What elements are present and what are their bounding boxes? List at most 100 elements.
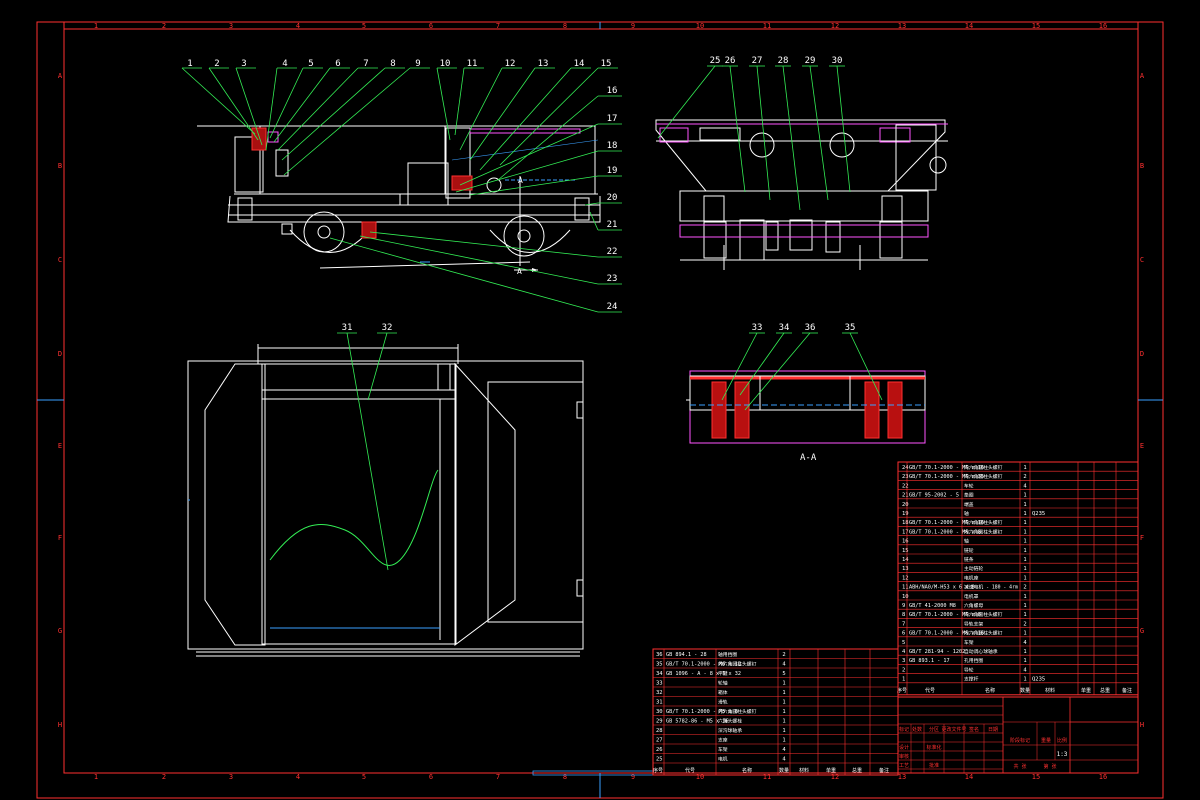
balloon-number: 31 bbox=[342, 323, 353, 333]
balloon-number: 20 bbox=[607, 193, 618, 203]
bom-header-cell: 总重 bbox=[1100, 687, 1110, 694]
bom-cell-qty: 1 bbox=[1023, 557, 1026, 563]
bom-cell-qty: 1 bbox=[1023, 631, 1026, 637]
side-view: A A bbox=[197, 125, 601, 276]
bom-cell-name: 主动链轮 bbox=[964, 565, 983, 572]
balloon-number: 13 bbox=[538, 59, 549, 69]
leader-line bbox=[744, 332, 811, 411]
leader-line bbox=[283, 67, 411, 176]
balloon-number: 32 bbox=[382, 323, 393, 333]
title-label: 签名 bbox=[969, 726, 979, 733]
title-label: 更改文件号 bbox=[941, 726, 966, 733]
zone-col-label: 9 bbox=[631, 773, 635, 781]
leader-line bbox=[469, 175, 599, 196]
bom-cell-name: 支座 bbox=[718, 737, 728, 744]
bom-cell-code: GB/T 70.1-2000 - M6 x 16 bbox=[909, 631, 984, 637]
bom-cell-qty: 1 bbox=[1023, 465, 1026, 471]
bom-cell-name: 车架 bbox=[964, 639, 974, 646]
bom-cell-no: 21 bbox=[902, 493, 909, 499]
bom-cell-qty: 1 bbox=[782, 719, 785, 725]
title-label: 工艺 bbox=[899, 763, 909, 769]
leader-line bbox=[369, 231, 599, 258]
leader-line bbox=[367, 332, 388, 401]
leader-line bbox=[454, 67, 465, 136]
zone-col-label: 10 bbox=[696, 773, 704, 781]
title-frame bbox=[897, 696, 1139, 774]
bom-footer-cell: 数量 bbox=[779, 767, 789, 774]
bom-cell-code: GB/T 70.1-2000 - M6 x 8 bbox=[909, 529, 981, 535]
bom-cell-no: 26 bbox=[656, 747, 663, 753]
zone-row-label: B bbox=[1140, 162, 1144, 170]
leader-line bbox=[436, 67, 451, 141]
zone-col-label: 15 bbox=[1032, 22, 1040, 30]
bom-cell-name: 减速电机 - 180 - 4rm bbox=[964, 584, 1018, 591]
zone-col-label: 4 bbox=[296, 773, 300, 781]
bom-cell-qty: 1 bbox=[1023, 575, 1026, 581]
bom-cell-qty: 4 bbox=[1023, 667, 1027, 673]
balloon-number: 2 bbox=[214, 59, 219, 69]
leader-line bbox=[277, 67, 359, 151]
zone-row-label: B bbox=[58, 162, 62, 170]
bom-footer-cell: 总重 bbox=[852, 767, 862, 774]
bom-cell-qty: 1 bbox=[1023, 594, 1026, 600]
bom-cell-no: 10 bbox=[902, 594, 909, 600]
plan-view-balloons: 31 32 bbox=[342, 323, 393, 333]
zone-col-label: 6 bbox=[429, 22, 433, 30]
bom-footer-cell: 单重 bbox=[826, 767, 836, 774]
balloon-number: 6 bbox=[335, 59, 340, 69]
section-view bbox=[686, 370, 926, 444]
bom-cell-no: 1 bbox=[902, 677, 905, 683]
bom-cell-material: Q235 bbox=[1032, 677, 1045, 683]
bom-footer-cell: 代号 bbox=[685, 767, 695, 774]
bom-cell-name: 自动调心球轴承 bbox=[964, 648, 998, 655]
bom-cell-name: 内六角圆柱头螺钉 bbox=[964, 611, 1003, 618]
zone-col-label: 7 bbox=[496, 773, 500, 781]
balloon-number: 19 bbox=[607, 166, 618, 176]
bom-cell-qty: 4 bbox=[782, 662, 786, 668]
bom-cell-code: GB/T 70.1-2000 - M6 x 16 bbox=[909, 465, 984, 471]
bom-cell-code: ABH/NA0/M-H53 x 6 x 8 bbox=[909, 585, 975, 591]
bom-cell-name: 内六角圆柱头螺钉 bbox=[964, 630, 1003, 637]
zone-col-label: 1 bbox=[94, 22, 98, 30]
balloon-number: 17 bbox=[607, 114, 618, 124]
bom-cell-no: 28 bbox=[656, 728, 663, 734]
bom-cell-no: 2 bbox=[902, 667, 905, 673]
bom-cell-qty: 1 bbox=[1023, 566, 1026, 572]
zone-col-label: 13 bbox=[898, 773, 906, 781]
balloon-number: 14 bbox=[574, 59, 585, 69]
zone-col-label: 13 bbox=[898, 22, 906, 30]
leader-line bbox=[499, 67, 599, 166]
bom-cell-name: 深沟球轴承 bbox=[718, 727, 742, 734]
bom-cell-no: 29 bbox=[656, 719, 663, 725]
title-scale-value: 1:3 bbox=[1057, 751, 1068, 758]
bom-cell-no: 24 bbox=[902, 465, 909, 471]
bom-cell-no: 23 bbox=[902, 474, 909, 480]
bom-cell-name: 轴 bbox=[964, 538, 969, 545]
bom-cell-name: 车架 bbox=[718, 746, 728, 753]
zone-col-label: 10 bbox=[696, 22, 704, 30]
bom-cell-name: 平键 bbox=[718, 670, 728, 677]
bom-cell-qty: 1 bbox=[1023, 603, 1026, 609]
bom-cell-code: GB/T 41-2000 M8 bbox=[909, 603, 956, 609]
leader-line bbox=[273, 67, 331, 143]
bom-header-cell: 备注 bbox=[1122, 687, 1132, 694]
bom-cell-name: 内六角圆柱头螺钉 bbox=[718, 661, 757, 668]
zone-row-label: D bbox=[1140, 350, 1144, 358]
plan-view-leaders bbox=[337, 332, 397, 571]
bom-cell-qty: 1 bbox=[1023, 511, 1026, 517]
zone-col-label: 15 bbox=[1032, 773, 1040, 781]
bom-cell-no: 13 bbox=[902, 566, 909, 572]
zone-col-label: 9 bbox=[631, 22, 635, 30]
end-view-leaders bbox=[657, 65, 851, 211]
zone-col-label: 1 bbox=[94, 773, 98, 781]
leader-line bbox=[265, 67, 278, 151]
bom-cell-no: 15 bbox=[902, 548, 909, 554]
leader-line bbox=[739, 332, 785, 396]
zone-col-label: 16 bbox=[1099, 22, 1107, 30]
leader-line bbox=[729, 65, 746, 193]
title-label: 批准 bbox=[929, 762, 939, 769]
leader-line bbox=[721, 332, 758, 401]
leader-line bbox=[346, 332, 389, 571]
